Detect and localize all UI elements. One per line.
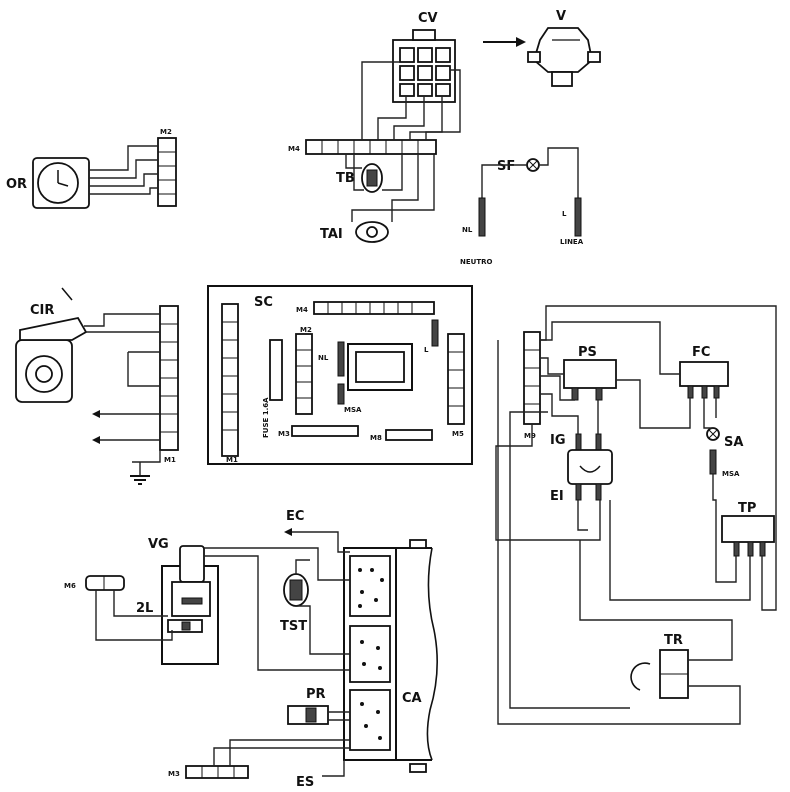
- ec-label: EC: [286, 509, 304, 524]
- m4-top-label: M4: [288, 145, 300, 153]
- tp-label: TP: [738, 501, 756, 516]
- sc-l-label: L: [424, 346, 429, 354]
- or-label: OR: [6, 177, 27, 192]
- m5-label: M5: [452, 430, 464, 438]
- pr-sensor: [287, 705, 329, 725]
- terminal-m3-bottom: [185, 765, 249, 779]
- tai-sensor: [355, 221, 389, 243]
- sf-lamp: [526, 158, 540, 172]
- ei-label: EI: [550, 489, 564, 504]
- nl-label: NL: [462, 226, 473, 234]
- valve-v: [527, 27, 601, 87]
- sc-msa-label: MSA: [344, 406, 362, 414]
- m2-sc-label: M2: [300, 326, 312, 334]
- ground-icon: [130, 475, 150, 485]
- vg-gas-valve: [161, 545, 219, 665]
- terminal-m6: [85, 575, 125, 591]
- terminal-m9: [523, 331, 541, 425]
- fuse-label: FUSE 1.6A: [262, 397, 270, 438]
- m3-bottom-label: M3: [168, 770, 180, 778]
- tb-thermostat: [361, 163, 383, 193]
- linea-label: LINEA: [560, 238, 584, 246]
- m4-sc-label: M4: [296, 306, 308, 314]
- ca-label: CA: [402, 691, 422, 706]
- ps-label: PS: [578, 345, 597, 360]
- ca-combustion-chamber: [343, 539, 438, 773]
- tr-transformer: [630, 649, 689, 699]
- fc-switch: [679, 361, 729, 399]
- sf-label: SF: [497, 159, 515, 174]
- m3-label: M3: [278, 430, 290, 438]
- sa-lamp: [706, 427, 720, 475]
- tai-label: TAI: [320, 227, 343, 242]
- cv-connector: [392, 29, 456, 103]
- tb-label: TB: [336, 171, 355, 186]
- ig-ei-ignitor: [567, 433, 613, 501]
- cir-pump: [15, 316, 88, 403]
- tr-label: TR: [664, 633, 683, 648]
- m1-sc-label: M1: [226, 456, 238, 464]
- sc-label: SC: [254, 295, 273, 310]
- m2-or-label: M2: [160, 128, 172, 136]
- tst-thermostat: [283, 573, 309, 607]
- or-clock: [32, 157, 90, 209]
- ig-label: IG: [550, 433, 566, 448]
- sc-nl-label: NL: [318, 354, 329, 362]
- tst-label: TST: [280, 619, 307, 634]
- terminal-m1: [159, 305, 179, 451]
- m6-label: M6: [64, 582, 76, 590]
- ps-pressostat: [563, 359, 617, 401]
- v-label: V: [556, 9, 566, 24]
- fc-label: FC: [692, 345, 710, 360]
- es-label: ES: [296, 775, 314, 790]
- sa-label: SA: [724, 435, 743, 450]
- terminal-m2-or: [157, 137, 177, 207]
- m8-label: M8: [370, 434, 382, 442]
- sc-control-board: [207, 285, 473, 465]
- tp-switch: [721, 515, 775, 557]
- neutro-label: NEUTRO: [460, 258, 492, 266]
- pr-label: PR: [306, 687, 326, 702]
- m1-label: M1: [164, 456, 176, 464]
- vg-label: VG: [148, 537, 169, 552]
- l-label: L: [562, 210, 567, 218]
- terminal-m4-top: [305, 139, 437, 155]
- cv-label: CV: [418, 11, 438, 26]
- msa-right-label: MSA: [722, 470, 740, 478]
- arrow-right-icon: [483, 37, 526, 47]
- cir-label: CIR: [30, 303, 54, 318]
- 2l-label: 2L: [136, 601, 153, 616]
- m9-label: M9: [524, 432, 536, 440]
